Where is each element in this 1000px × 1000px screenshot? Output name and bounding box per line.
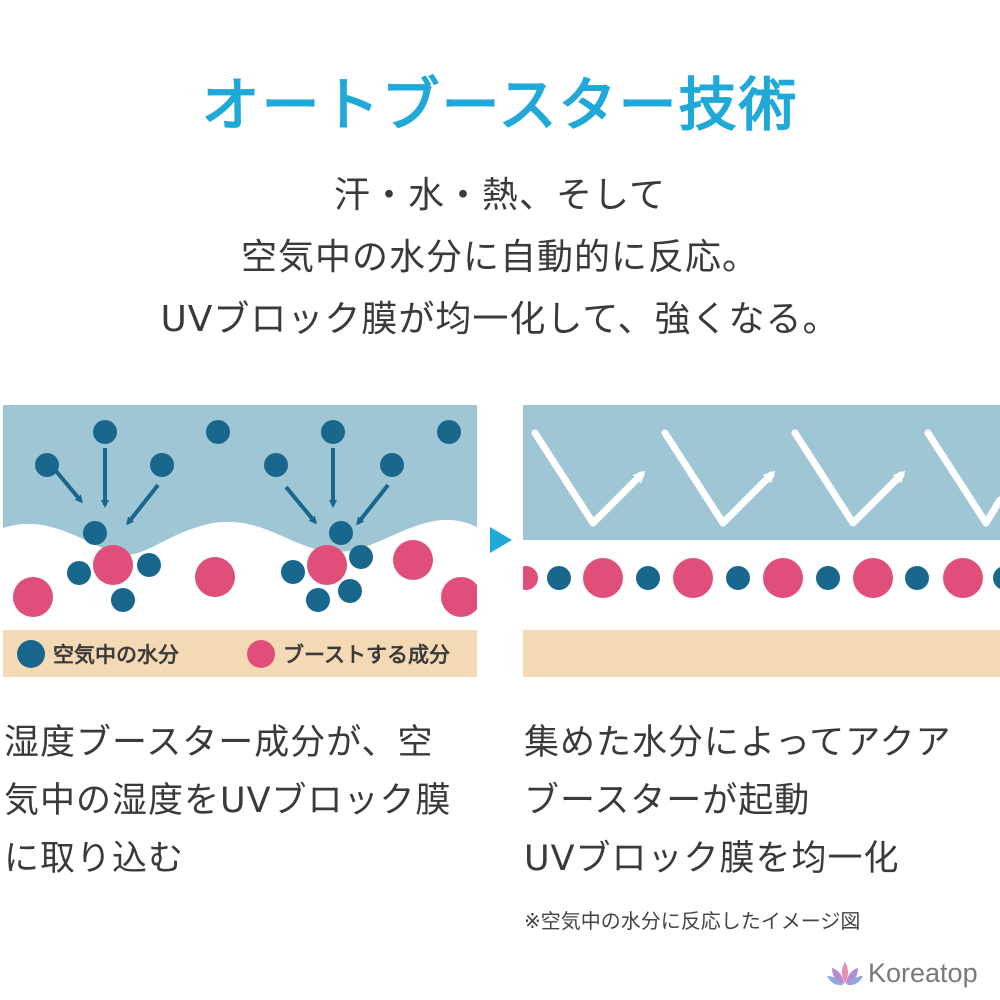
caption-before-line-1: 湿度ブースター成分が、空 xyxy=(4,723,434,763)
caption-after: 集めた水分によってアクア ブースターが起動 UVブロック膜を均一化 xyxy=(524,714,994,888)
boost-dot-icon xyxy=(247,640,275,668)
caption-after-line-2: ブースターが起動 xyxy=(524,781,811,821)
moisture-dot-icon xyxy=(17,640,45,668)
caption-before-line-2: 気中の湿度をUVブロック膜 xyxy=(4,781,452,821)
legend-boost-label: ブーストする成分 xyxy=(283,643,450,667)
image-note: ※空気中の水分に反応したイメージ図 xyxy=(524,909,861,933)
diagram-after-illustration xyxy=(523,405,1000,677)
legend-moisture: 空気中の水分 xyxy=(17,639,179,669)
legend-boost: ブーストする成分 xyxy=(247,639,450,669)
subtitle-line-3: UVブロック膜が均一化して、強くなる。 xyxy=(160,299,840,340)
caption-before-line-3: に取り込む xyxy=(4,839,185,879)
legend-moisture-label: 空気中の水分 xyxy=(53,643,179,667)
diagram-after xyxy=(523,405,1000,677)
caption-after-line-3: UVブロック膜を均一化 xyxy=(524,839,900,879)
uniform-particle-row xyxy=(523,558,1000,598)
caption-before: 湿度ブースター成分が、空 気中の湿度をUVブロック膜 に取り込む xyxy=(4,714,479,888)
diagram-before xyxy=(3,405,477,677)
brand-logo: Koreatop xyxy=(826,958,978,989)
page-title: オートブースター技術 xyxy=(201,71,799,139)
boost-particles xyxy=(13,540,477,617)
skin-layer xyxy=(523,630,1000,677)
subtitle-line-2: 空気中の水分に自動的に反応。 xyxy=(240,237,759,278)
reflected-uv-rays xyxy=(531,429,1000,527)
caption-after-line-1: 集めた水分によってアクア xyxy=(524,723,952,763)
legend: 空気中の水分 ブーストする成分 xyxy=(3,630,477,677)
lotus-icon xyxy=(827,961,863,985)
diagram-before-illustration xyxy=(3,405,477,635)
subtitle-line-1: 汗・水・熱、そして xyxy=(334,175,666,216)
moisture-particles xyxy=(35,420,461,612)
next-step-arrow-icon xyxy=(490,527,512,557)
brand-logo-text: Koreatop xyxy=(868,958,978,988)
